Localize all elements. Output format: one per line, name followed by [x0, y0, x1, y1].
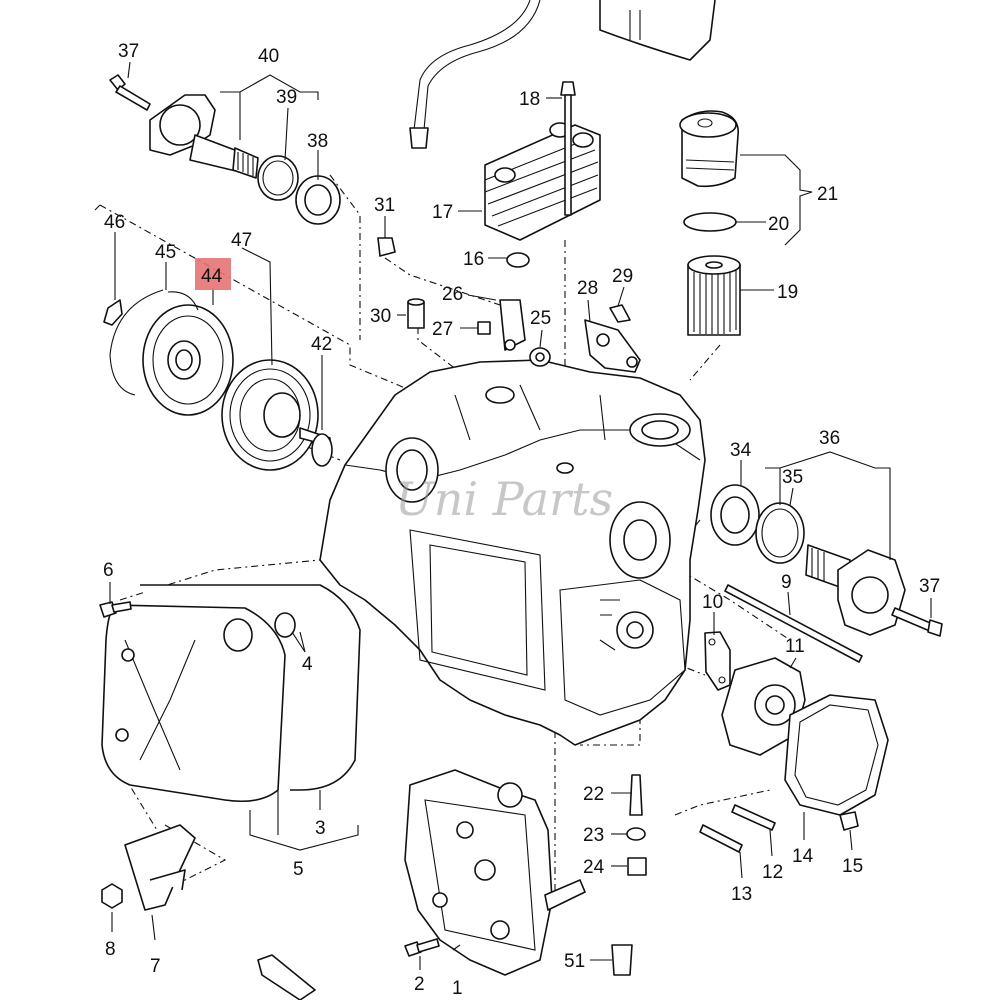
o-ring-23 — [626, 827, 646, 841]
callout-27: 27 — [432, 319, 453, 340]
callout-35: 35 — [782, 467, 803, 488]
callout-labels: 1 2 3 4 5 6 7 8 9 10 11 12 13 14 15 16 1… — [103, 41, 940, 999]
callout-40: 40 — [258, 46, 279, 67]
sleeve-30 — [407, 298, 425, 329]
mechatronic-unit — [404, 769, 586, 976]
ring-46 — [103, 299, 123, 326]
callout-23: 23 — [583, 825, 604, 846]
bolt-37-right — [891, 607, 943, 637]
callout-26: 26 — [442, 284, 463, 305]
callout-8: 8 — [105, 939, 116, 960]
plug-31 — [377, 237, 396, 257]
cover-14 — [784, 694, 889, 816]
callout-2: 2 — [414, 974, 425, 995]
bolt-29 — [609, 304, 631, 323]
callout-45: 45 — [155, 242, 176, 263]
callout-22: 22 — [583, 784, 604, 805]
o-ring-42 — [311, 433, 333, 467]
bolt-15 — [839, 811, 859, 831]
bracket-7 — [124, 824, 196, 911]
callout-42: 42 — [311, 334, 332, 355]
o-ring-39 — [257, 155, 299, 201]
circlip-45 — [109, 289, 199, 396]
sensor-bottom — [257, 954, 316, 1000]
bolt-12 — [731, 804, 776, 831]
callout-21: 21 — [817, 184, 838, 205]
callout-17: 17 — [432, 202, 453, 223]
sump-cover-5 — [101, 604, 286, 803]
bolt-27 — [477, 321, 491, 335]
callout-11: 11 — [785, 636, 805, 657]
callout-3: 3 — [315, 818, 326, 839]
callout-28: 28 — [577, 278, 598, 299]
callout-51: 51 — [564, 951, 585, 972]
bracket-26 — [499, 299, 526, 351]
callout-29: 29 — [612, 266, 633, 287]
o-ring-20 — [683, 212, 737, 232]
callout-37-right: 37 — [919, 576, 940, 597]
callout-30: 30 — [370, 306, 391, 327]
callout-4: 4 — [302, 654, 313, 675]
callout-34: 34 — [730, 440, 752, 461]
callout-46: 46 — [104, 212, 125, 233]
oil-cooler-17 — [484, 122, 601, 241]
pump-11 — [721, 657, 806, 756]
nut-8 — [101, 883, 123, 909]
clip-51 — [611, 944, 633, 976]
callout-44: 44 — [201, 266, 223, 287]
bolt-2 — [404, 938, 440, 957]
shaft-9 — [724, 584, 863, 663]
callout-14: 14 — [792, 846, 814, 867]
gearbox-housing — [319, 359, 706, 746]
o-ring-35 — [755, 502, 805, 564]
bracket-28 — [584, 319, 641, 373]
callout-1: 1 — [452, 978, 463, 999]
callout-25: 25 — [530, 308, 551, 329]
clutch-pack-47 — [221, 359, 331, 471]
plug-24 — [627, 857, 647, 876]
bolt-13 — [699, 824, 743, 853]
callout-13: 13 — [731, 884, 752, 905]
seal-38 — [295, 175, 341, 225]
callout-7: 7 — [150, 956, 161, 977]
seal-4 — [274, 612, 296, 638]
callout-37-left: 37 — [118, 41, 139, 62]
callout-39: 39 — [276, 87, 297, 108]
watermark-text: Uni Parts — [395, 472, 613, 526]
bolt-37-left — [109, 74, 151, 111]
callout-31: 31 — [374, 195, 395, 216]
clutch-disc-44 — [142, 304, 234, 416]
bolt-18 — [560, 81, 576, 216]
drive-flange-left — [149, 94, 259, 179]
callout-20: 20 — [768, 214, 789, 235]
seal-16 — [506, 252, 530, 268]
reservoir-top — [599, 0, 716, 61]
callout-44-highlight — [195, 258, 231, 290]
callout-6: 6 — [103, 560, 114, 581]
callout-36: 36 — [819, 428, 840, 449]
callout-10: 10 — [702, 592, 723, 613]
callout-16: 16 — [463, 249, 484, 270]
callout-18: 18 — [519, 89, 540, 110]
breather-pipe — [409, 0, 541, 149]
dipstick-22 — [629, 774, 643, 816]
callout-12: 12 — [762, 862, 783, 883]
drive-flange-right — [805, 544, 906, 636]
seal-34 — [710, 484, 760, 546]
bolt-6 — [99, 601, 132, 618]
callout-15: 15 — [842, 856, 863, 877]
gasket-10 — [704, 631, 731, 691]
callout-9: 9 — [781, 572, 792, 593]
filter-housing-21 — [679, 110, 739, 188]
leader-lines — [94, 61, 932, 970]
callout-5: 5 — [293, 859, 304, 880]
filter-element-19 — [687, 255, 741, 336]
callout-19: 19 — [777, 282, 798, 303]
callout-38: 38 — [307, 131, 328, 152]
callout-47: 47 — [231, 230, 252, 251]
seal-25 — [529, 347, 551, 367]
callout-24: 24 — [583, 857, 605, 878]
